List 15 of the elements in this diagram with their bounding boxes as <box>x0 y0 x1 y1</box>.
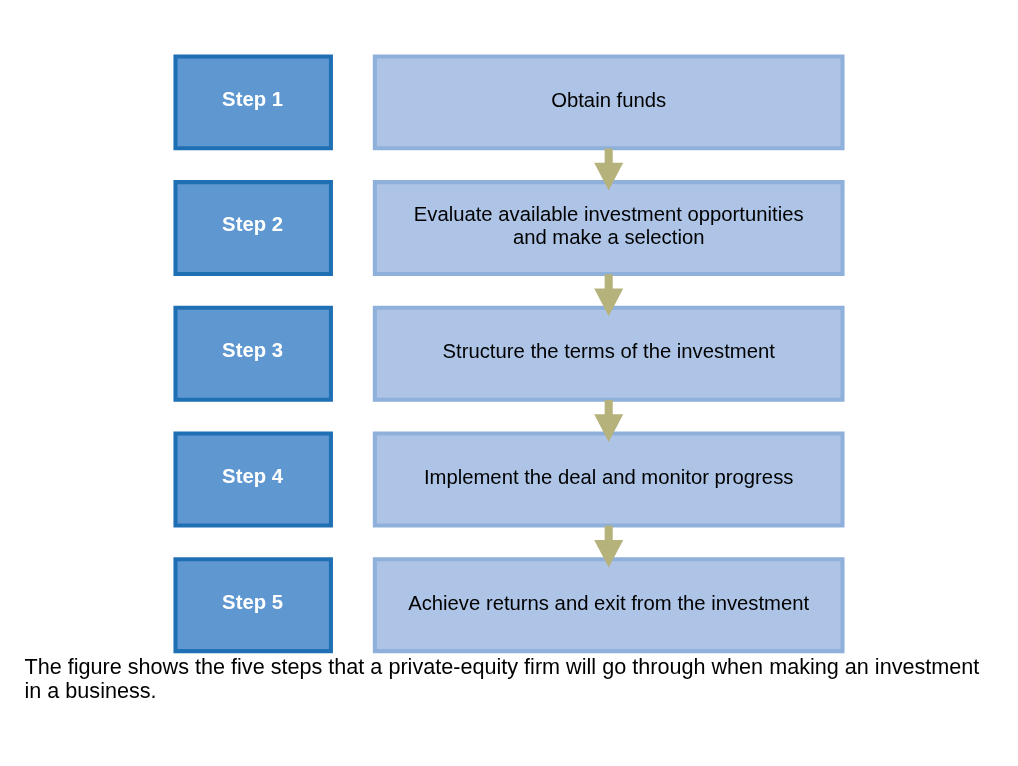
node-box: Step 3 <box>173 305 333 402</box>
node-box: Implement the deal and monitor progress <box>372 431 845 527</box>
arrow <box>594 525 624 568</box>
node-box: Evaluate available investment opportunities and make a selection <box>372 179 845 276</box>
node-box: Structure the terms of the investment <box>372 305 845 402</box>
arrow <box>594 273 624 316</box>
node-box: Obtain funds <box>372 53 845 150</box>
node-box: Step 1 <box>173 53 333 150</box>
arrow <box>594 399 624 442</box>
node-box: Step 4 <box>173 431 333 527</box>
node-box: Achieve returns and exit from the investment <box>372 556 845 653</box>
node-box: Step 5 <box>173 556 333 653</box>
caption: The figure shows the five steps that a private-equity firm will go through when making an investment in a business. <box>24 653 980 703</box>
node-box: Step 2 <box>173 179 333 276</box>
arrow <box>594 147 624 190</box>
